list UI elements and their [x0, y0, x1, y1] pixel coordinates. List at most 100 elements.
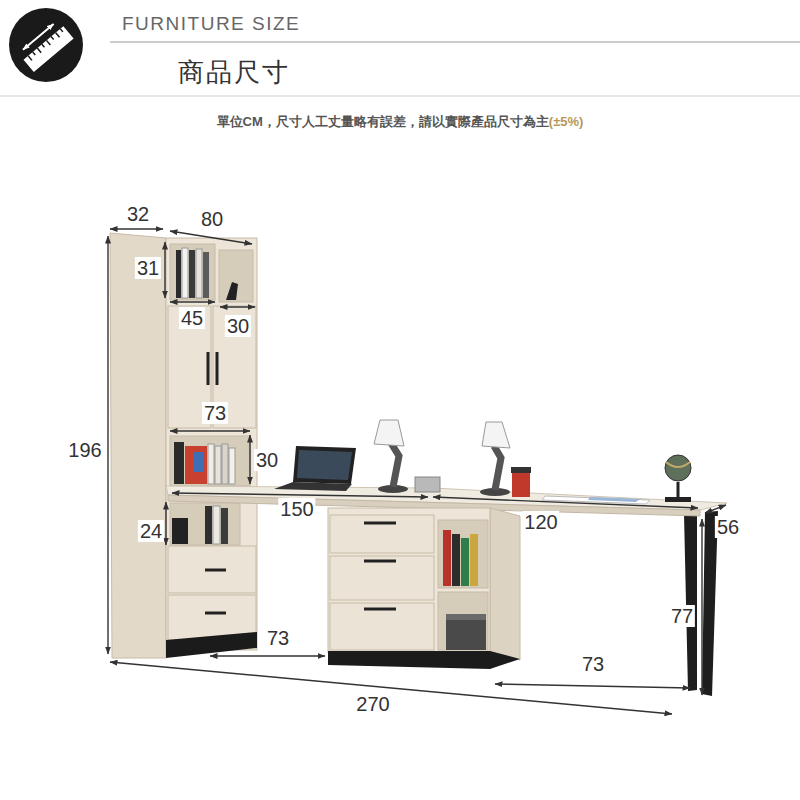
- header-icon-part-part: [24, 26, 74, 72]
- dimension-lines-part: [165, 502, 166, 545]
- dimension-value: 56: [715, 516, 741, 538]
- bookcase-part: [170, 244, 215, 300]
- bookcase-part: [166, 238, 257, 650]
- bookcase-part: [215, 446, 221, 484]
- dimension-lines: [108, 229, 726, 714]
- bookcase-part: [222, 444, 228, 484]
- header-icon-part: [18, 20, 73, 72]
- desk: [166, 486, 727, 696]
- mobile-cabinet-part: [330, 603, 434, 650]
- bookcase-part: [168, 546, 256, 593]
- dimension-value: 196: [66, 439, 103, 461]
- note: 單位CM，尺寸人工丈量略有誤差，請以實際產品尺寸為主: [217, 115, 549, 129]
- desk-objects-part: [665, 497, 691, 502]
- bookcase-part: [182, 248, 188, 298]
- bookcase-part: [213, 506, 220, 544]
- dimension-lines-part: [110, 228, 163, 229]
- dimension-value: 73: [580, 653, 606, 675]
- mobile-cabinet-part: [438, 592, 488, 650]
- bookcase-part: [205, 612, 226, 615]
- dimension-value: 30: [225, 315, 251, 337]
- mobile-cabinet-part: [438, 520, 488, 588]
- dimension-lines-part: [170, 231, 252, 244]
- mobile-cabinet-part: [490, 508, 520, 660]
- dimension-lines-part: [164, 242, 165, 298]
- header-icon-part-part: [23, 24, 54, 50]
- mobile-cabinet-part: [461, 538, 469, 586]
- bookcase-part: [208, 444, 214, 484]
- desk-objects-part: [297, 450, 352, 480]
- dimension-lines-part: [172, 493, 428, 497]
- mobile-cabinet-part: [330, 556, 434, 600]
- desk-objects-part: [391, 443, 399, 487]
- dimension-value: 120: [522, 511, 559, 533]
- desk-objects-part: [293, 446, 356, 484]
- bookcase-part: [166, 632, 257, 658]
- bookcase-part: [216, 352, 219, 385]
- dimension-value: 77: [669, 605, 695, 627]
- desk-objects-part: [511, 467, 531, 473]
- dimension-lines-part: [495, 684, 690, 688]
- header-icon-part: [9, 8, 83, 82]
- bookcase-part: [174, 442, 184, 484]
- desk-objects-part: [482, 422, 510, 448]
- desk-objects-part: [415, 477, 440, 492]
- dimension-lines-part: [210, 655, 325, 656]
- desk-objects-part: [494, 446, 501, 490]
- bookcase-part: [193, 452, 203, 472]
- desk-objects-part: [665, 455, 691, 481]
- bookcase-part: [185, 446, 207, 484]
- dimension-lines-part: [170, 301, 215, 302]
- desk-part: [702, 511, 718, 696]
- dimension-value: 80: [199, 208, 225, 230]
- mobile-cabinet-part: [446, 618, 486, 650]
- dimension-value: 30: [254, 449, 280, 471]
- dimension-value: 31: [135, 257, 161, 279]
- dimension-value: 150: [278, 498, 315, 520]
- bookcase-part: [110, 233, 166, 658]
- bookcase-part: [207, 352, 210, 385]
- mobile-cabinet-part: [328, 651, 520, 669]
- bookcase-part: [205, 506, 212, 544]
- dimension-lines-part: [433, 497, 698, 508]
- dimension-lines-part: [170, 430, 250, 431]
- desk-objects: [274, 420, 691, 504]
- dimension-lines-part: [705, 505, 726, 513]
- dimension-lines-part: [220, 306, 255, 307]
- desk-part: [684, 514, 697, 691]
- bookcase-part: [205, 569, 226, 572]
- dimension-lines-part: [701, 519, 702, 695]
- section-heading: FURNITURE SIZE: [122, 14, 300, 35]
- header-icon-part-part: [28, 29, 64, 61]
- mobile-cabinet-part: [364, 560, 396, 563]
- mobile-cabinet-part: [470, 534, 478, 586]
- bookcase-part: [221, 508, 228, 544]
- header-rule: [0, 95, 800, 96]
- bookcase-part: [170, 436, 250, 486]
- dimension-value: 24: [138, 520, 164, 542]
- header-rule: [110, 41, 800, 42]
- desk-objects-part: [588, 497, 640, 502]
- dimension-value: 45: [179, 307, 205, 329]
- desk-objects-part: [374, 420, 404, 446]
- bookcase-part: [189, 250, 195, 298]
- bookcase-part: [170, 503, 240, 545]
- bookcase-part: [176, 250, 181, 298]
- tolerance-note: (±5%): [549, 115, 584, 129]
- bookcase-part: [203, 252, 209, 298]
- dimension-value: 73: [202, 402, 228, 424]
- dimension-value: 73: [265, 627, 291, 649]
- dimension-value: 32: [125, 203, 151, 225]
- desk-objects-part: [274, 482, 352, 491]
- dimension-lines-part: [249, 435, 250, 484]
- mobile-cabinet: [328, 508, 520, 669]
- mobile-cabinet-part: [364, 608, 396, 611]
- mobile-cabinet-part: [443, 530, 451, 586]
- mobile-cabinet-part: [446, 614, 486, 620]
- bookcase-part: [229, 448, 235, 484]
- page-title: 商品尺寸: [178, 58, 290, 87]
- bookcase: [110, 233, 257, 658]
- dimension-lines-part: [107, 236, 108, 654]
- dimension-value: 270: [354, 693, 391, 715]
